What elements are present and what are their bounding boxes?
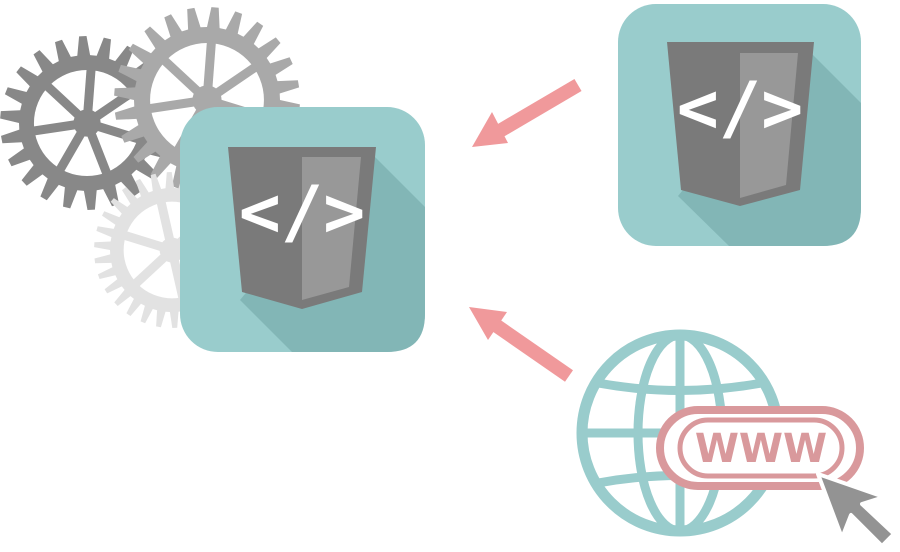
code-badge-main: </> [180, 107, 425, 352]
arrow-head [472, 112, 508, 147]
arrow-web-to-main [469, 307, 573, 382]
code-badge-source: </> [618, 4, 861, 246]
arrow-head [469, 307, 507, 340]
gear-hub [159, 237, 185, 263]
www-label: WWW [695, 426, 827, 472]
code-glyph: </> [677, 67, 803, 149]
gear-dark [0, 36, 174, 210]
arrow-shaft [494, 78, 582, 139]
arrow-source-to-main [472, 78, 582, 147]
www-badge: WWW [656, 406, 864, 490]
shield-right [740, 53, 798, 198]
shield-right [302, 157, 361, 300]
code-glyph: </> [239, 171, 365, 253]
cursor-arrow-icon [816, 472, 896, 548]
gear-hub [73, 109, 101, 137]
arrow-shaft [490, 318, 573, 382]
www-pill-inner [677, 417, 845, 479]
